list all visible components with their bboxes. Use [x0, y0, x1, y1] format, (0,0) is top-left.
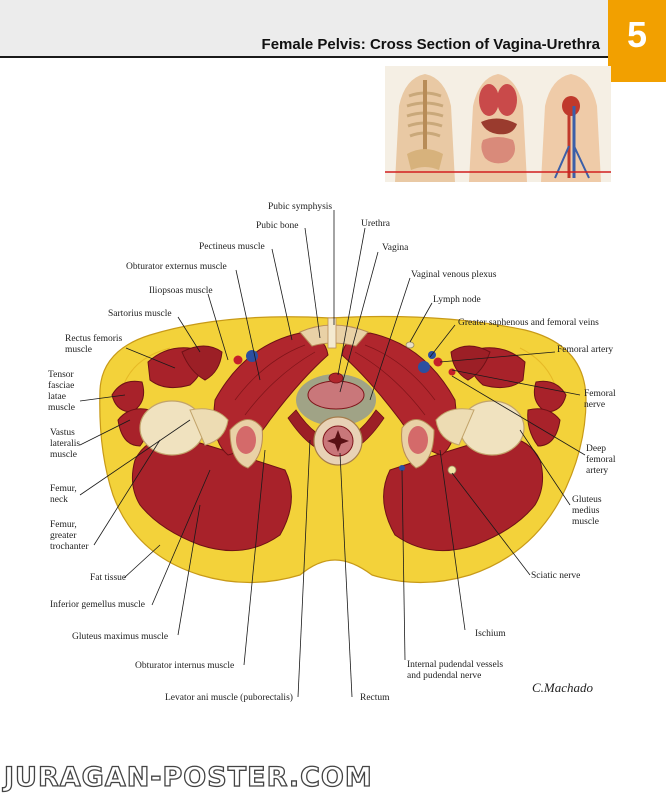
- watermark: JURAGAN-POSTER.COM: [3, 761, 373, 793]
- left-sartorius: [181, 345, 223, 381]
- header-bar: [0, 0, 666, 58]
- vessels-torso: [541, 74, 601, 182]
- orientation-thumbnail: [385, 66, 611, 182]
- label-iliopsoas-muscle: Iliopsoas muscle: [149, 286, 213, 296]
- pudendal-vessels: [399, 465, 405, 471]
- rectal-lumen: [327, 430, 349, 452]
- header-rule: [0, 56, 608, 58]
- right-ischium-marrow: [408, 426, 428, 454]
- label-deep-femoral-artery: Deep femoral artery: [586, 444, 616, 476]
- sciatic-nerve: [447, 465, 457, 475]
- label-gluteus-medius-muscle: Gluteus medius muscle: [572, 495, 602, 527]
- label-femoral-artery: Femoral artery: [557, 345, 614, 355]
- left-femoral-artery: [233, 355, 243, 365]
- label-vagina: Vagina: [382, 243, 409, 253]
- right-femoral-vein: [418, 361, 430, 373]
- right-vastus-lateralis: [527, 408, 561, 447]
- label-pubic-bone: Pubic bone: [256, 221, 299, 231]
- label-pubic-symphysis: Pubic symphysis: [268, 202, 333, 212]
- label-femur-neck: Femur, neck: [50, 484, 77, 505]
- page-title: Female Pelvis: Cross Section of Vagina-U…: [261, 36, 600, 53]
- label-urethra: Urethra: [361, 219, 391, 229]
- right-femur-neck: [435, 408, 475, 446]
- label-vaginal-venous-plexus: Vaginal venous plexus: [411, 270, 497, 280]
- right-tensor-fasciae-latae: [533, 380, 567, 413]
- label-levator-ani-muscle: Levator ani muscle (puborectalis): [165, 693, 293, 703]
- right-femoral-artery: [433, 357, 443, 367]
- skeleton-torso: [395, 74, 455, 182]
- label-sciatic-nerve: Sciatic nerve: [531, 571, 581, 581]
- urethra: [328, 372, 344, 384]
- left-tensor-fasciae-latae: [111, 380, 145, 413]
- page-number-badge: [608, 0, 666, 82]
- label-fat-tissue: Fat tissue: [90, 573, 127, 583]
- label-vastus-lateralis-muscle: Vastus lateralis muscle: [50, 428, 81, 460]
- label-gluteus-maximus-muscle: Gluteus maximus muscle: [72, 632, 169, 642]
- label-inferior-gemellus-muscle: Inferior gemellus muscle: [50, 600, 145, 610]
- label-pectineus-muscle: Pectineus muscle: [199, 242, 265, 252]
- left-femur-neck: [189, 408, 229, 446]
- label-greater-saphenous-femoral-veins: Greater saphenous and femoral veins: [458, 318, 599, 328]
- label-sartorius-muscle: Sartorius muscle: [108, 309, 172, 319]
- label-tensor-fasciae-latae-muscle: Tensor fasciae latae muscle: [48, 370, 75, 413]
- label-obturator-externus-muscle: Obturator externus muscle: [126, 262, 227, 272]
- muscle-fibers: [234, 344, 436, 416]
- left-femoral-vein: [246, 350, 258, 362]
- pubic-symphysis: [327, 317, 337, 349]
- organs-torso: [469, 74, 527, 182]
- artist-signature: C.Machado: [532, 680, 594, 695]
- label-obturator-internus-muscle: Obturator internus muscle: [135, 661, 235, 671]
- label-femur-greater-trochanter: Femur, greater trochanter: [50, 520, 89, 552]
- torso-figures: [385, 74, 611, 182]
- label-femoral-nerve: Femoral nerve: [584, 389, 616, 410]
- label-ischium: Ischium: [475, 629, 506, 639]
- left-ischium-marrow: [236, 426, 256, 454]
- label-rectum: Rectum: [360, 693, 390, 703]
- page-number: 5: [626, 14, 648, 55]
- label-internal-pudendal-vessels-nerve: Internal pudendal vessels and pudendal n…: [407, 660, 504, 681]
- label-lymph-node: Lymph node: [433, 295, 481, 305]
- label-rectus-femoris-muscle: Rectus femoris muscle: [65, 334, 123, 355]
